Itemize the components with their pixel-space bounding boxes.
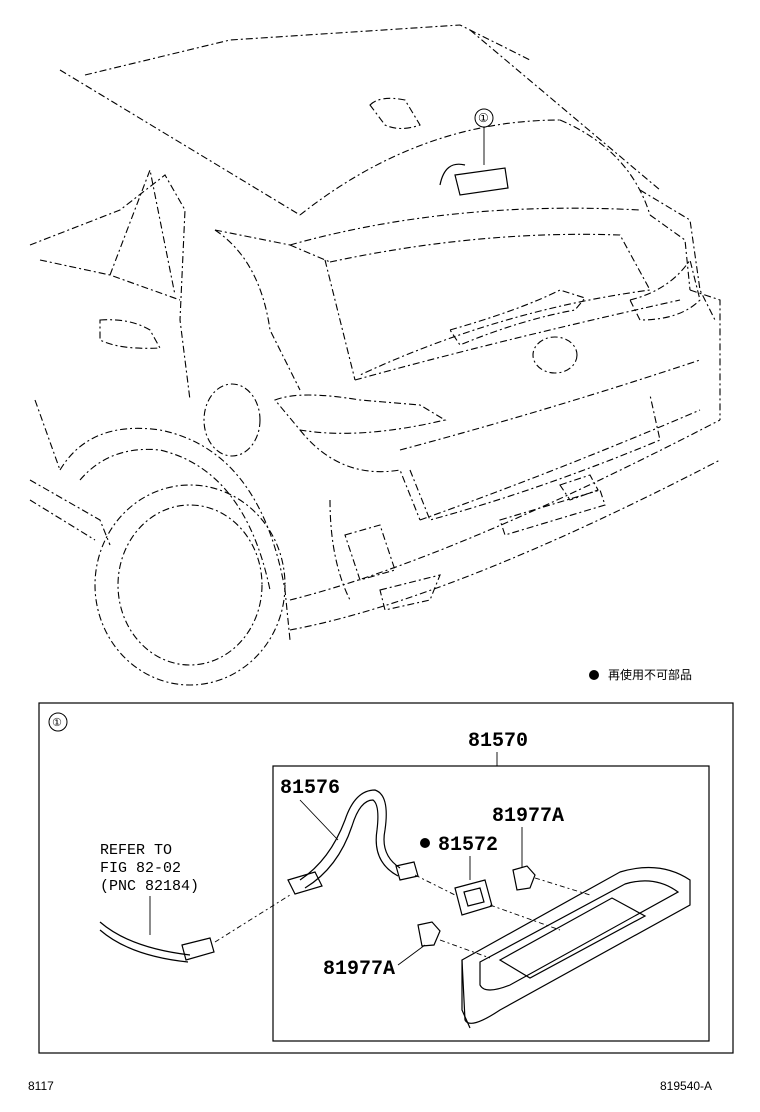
clip-left-icon — [417, 921, 441, 947]
assembly-part-number: 81570 — [468, 730, 528, 753]
wire-connector-right-icon — [395, 861, 419, 881]
gasket-icon — [454, 879, 493, 916]
external-harness — [99, 921, 191, 956]
reference-line-1: REFER TO — [100, 842, 172, 859]
detail-callout-marker: ① — [52, 716, 62, 729]
gasket-part-number: 81572 — [438, 834, 498, 857]
assembly-frame — [272, 765, 710, 1042]
external-connector-icon — [181, 937, 215, 961]
illustration-id: 819540-A — [660, 1079, 712, 1093]
detail-panel: ① 81570 81576 81572 81977A 81977A — [38, 702, 734, 1054]
detail-outer-frame — [38, 702, 734, 1054]
clip-right-icon — [512, 865, 536, 891]
clip-left-part-number: 81977A — [323, 958, 395, 981]
clip-right-part-number: 81977A — [492, 805, 564, 828]
vehicle-rear-view: ① — [29, 24, 721, 686]
vehicle-callout-marker: ① — [478, 111, 489, 125]
reference-line-2: FIG 82-02 — [100, 860, 181, 877]
non-reusable-mark-icon — [420, 838, 430, 848]
wire-part-number: 81576 — [280, 777, 340, 800]
reference-line-3: (PNC 82184) — [100, 878, 199, 895]
legend-bullet-icon — [589, 670, 599, 680]
page-code: 8117 — [28, 1079, 54, 1093]
legend: 再使用不可部品 — [589, 667, 692, 682]
legend-text: 再使用不可部品 — [608, 667, 692, 682]
stop-lamp-body — [461, 866, 691, 1024]
wire-connector-left-icon — [287, 871, 323, 895]
